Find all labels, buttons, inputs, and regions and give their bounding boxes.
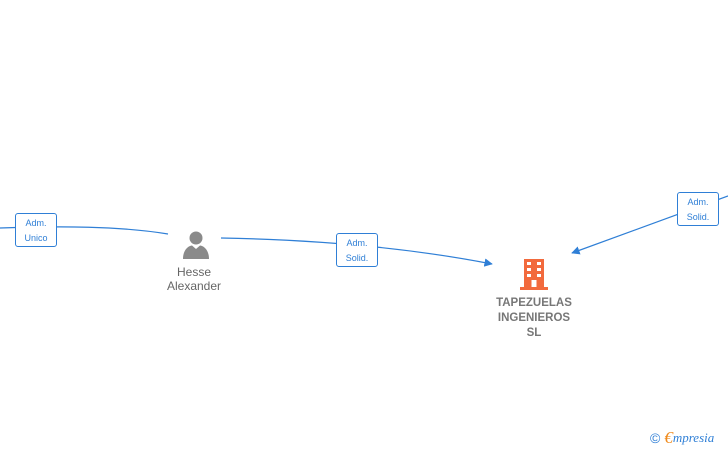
brand-e-glyph: € bbox=[664, 428, 673, 447]
person-name-line1: Hesse bbox=[176, 265, 211, 279]
edge-label-right-line2: Solid. bbox=[686, 212, 710, 222]
edge-label-middle-line2: Solid. bbox=[345, 253, 369, 263]
person-icon[interactable] bbox=[181, 230, 211, 260]
edge-label-left[interactable]: Adm. Unico bbox=[15, 213, 57, 247]
company-name-line1: TAPEZUELAS bbox=[496, 297, 572, 309]
edge-label-left-line2: Unico bbox=[24, 233, 48, 243]
person-name-line2: Alexander bbox=[166, 279, 222, 293]
building-icon[interactable] bbox=[518, 257, 550, 291]
edge-label-middle[interactable]: Adm. Solid. bbox=[336, 233, 378, 267]
empresia-logo: © € mpresia bbox=[650, 428, 714, 448]
brand-name: mpresia bbox=[672, 430, 715, 445]
edge-label-right-line1: Adm. bbox=[687, 197, 709, 207]
person-node-label[interactable]: Hesse Alexander bbox=[149, 265, 239, 293]
company-name-line3: SL bbox=[526, 327, 542, 339]
copyright-symbol: © bbox=[650, 430, 661, 446]
edge-label-right[interactable]: Adm. Solid. bbox=[677, 192, 719, 226]
edge-label-left-line1: Adm. bbox=[25, 218, 47, 228]
company-node-label[interactable]: TAPEZUELAS INGENIEROS SL bbox=[474, 296, 594, 341]
company-name-line2: INGENIEROS bbox=[497, 312, 571, 324]
edge-label-middle-line1: Adm. bbox=[346, 238, 368, 248]
